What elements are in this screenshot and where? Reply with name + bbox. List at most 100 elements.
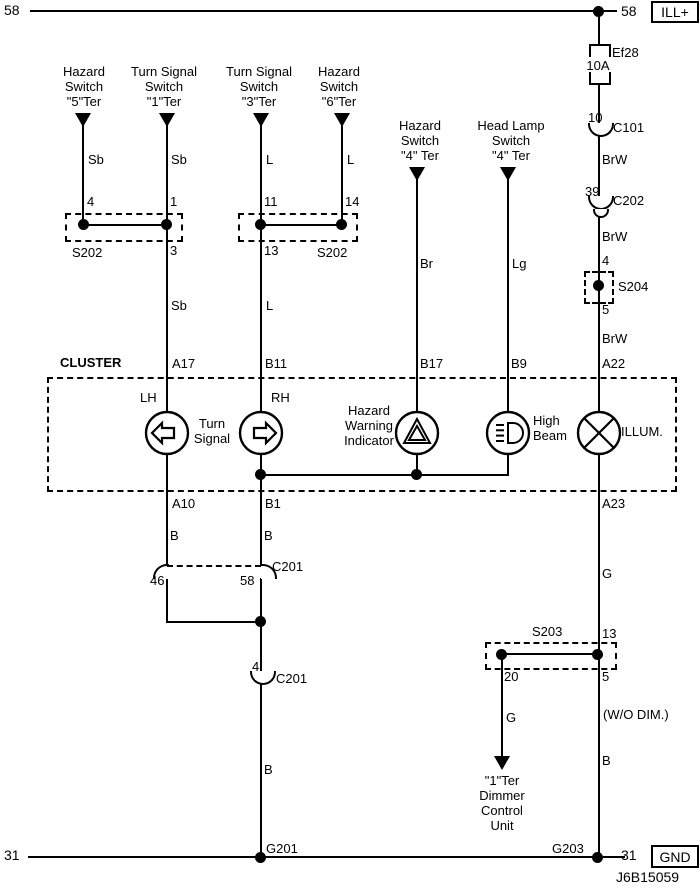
splice-s202-left-box bbox=[65, 213, 183, 242]
rh-label: RH bbox=[271, 390, 290, 405]
c201-single-name: C201 bbox=[276, 671, 308, 686]
left-arrow-icon bbox=[150, 420, 176, 446]
hazard-warning-caption: Hazard Warning Indicator bbox=[344, 403, 394, 448]
wire-supply bbox=[598, 84, 600, 123]
wire-lh-join bbox=[166, 621, 262, 623]
high-beam-lamp bbox=[485, 410, 531, 456]
wire-supply bbox=[598, 11, 600, 44]
fuse-symbol-top bbox=[589, 44, 611, 57]
ground-g201-label: G201 bbox=[266, 841, 298, 856]
terminal-arrow-icon bbox=[159, 113, 175, 127]
headlamp-switch-4-label: Head Lamp Switch "4" Ter bbox=[477, 118, 545, 163]
cluster-title: CLUSTER bbox=[60, 355, 122, 370]
c201-pin-58: 58 bbox=[240, 573, 255, 588]
wire-turn1-lh bbox=[166, 125, 168, 412]
wire-color-b: B bbox=[264, 528, 273, 543]
wire-color-l: L bbox=[266, 152, 274, 167]
splice-s204-pin-bottom: 5 bbox=[602, 302, 610, 317]
s202-left-pin-1: 1 bbox=[170, 194, 178, 209]
s203-pin-13: 13 bbox=[602, 626, 617, 641]
ground-box: GND bbox=[651, 845, 699, 868]
connector-c202-pin: 39 bbox=[585, 184, 600, 199]
connector-c101-pin: 10 bbox=[588, 110, 603, 125]
s202-left-name: S202 bbox=[72, 245, 103, 260]
turn-signal-switch-3-label: Turn Signal Switch "3"Ter bbox=[226, 64, 292, 109]
hazard-switch-6-label: Hazard Switch "6"Ter bbox=[318, 64, 360, 109]
lh-label: LH bbox=[140, 390, 157, 405]
fuse-rating-label: 10A bbox=[586, 58, 610, 73]
wire-color-brw: BrW bbox=[602, 152, 628, 167]
wo-dim-note: (W/O DIM.) bbox=[603, 707, 669, 722]
hazard-triangle-icon bbox=[402, 416, 432, 444]
bus-58-label-right: 58 bbox=[621, 3, 637, 19]
wire-color-br: Br bbox=[420, 256, 433, 271]
junction-dot bbox=[593, 6, 604, 17]
high-beam-caption: High Beam bbox=[533, 413, 567, 443]
turn-signal-caption: Turn Signal bbox=[193, 416, 231, 446]
hazard-switch-5-label: Hazard Switch "5"Ter bbox=[63, 64, 105, 109]
wire-lh-lower bbox=[166, 455, 168, 565]
junction-dot bbox=[78, 219, 89, 230]
supply-box: ILL+ bbox=[651, 1, 699, 23]
terminal-arrow-icon bbox=[500, 167, 516, 181]
wire-color-l: L bbox=[347, 152, 355, 167]
fuse-symbol-bottom bbox=[589, 72, 611, 85]
junction-dot bbox=[336, 219, 347, 230]
cluster-pin-a10: A10 bbox=[172, 496, 196, 511]
c201-single-pin: 4 bbox=[252, 659, 260, 674]
wire-supply bbox=[598, 216, 600, 412]
bus-31-rail bbox=[28, 856, 625, 858]
splice-s204-name: S204 bbox=[618, 279, 649, 294]
terminal-arrow-icon bbox=[75, 113, 91, 127]
lh-turn-indicator-lamp bbox=[144, 410, 190, 456]
ground-g201-dot bbox=[255, 852, 266, 863]
wire-hazard4 bbox=[416, 179, 418, 412]
wire-headlamp bbox=[507, 179, 509, 412]
wire-color-sb: Sb bbox=[88, 152, 104, 167]
bus-31-label-left: 31 bbox=[4, 847, 20, 863]
wire-headlamp-lower bbox=[507, 455, 509, 476]
connector-c202-name: C202 bbox=[613, 193, 645, 208]
ground-g203-label: G203 bbox=[552, 841, 584, 856]
junction-dot bbox=[593, 280, 604, 291]
terminal-arrow-icon bbox=[334, 113, 350, 127]
splice-s203-box bbox=[485, 642, 617, 670]
cluster-pin-b1: B1 bbox=[265, 496, 281, 511]
s202-left-pin-4: 4 bbox=[87, 194, 95, 209]
bus-31-label-right: 31 bbox=[621, 847, 637, 863]
wire-color-g: G bbox=[506, 710, 517, 725]
connector-c101-name: C101 bbox=[613, 120, 645, 135]
junction-dot bbox=[592, 649, 603, 660]
illumination-lamp bbox=[576, 410, 622, 456]
turn-signal-switch-1-label: Turn Signal Switch "1"Ter bbox=[131, 64, 197, 109]
splice-s202-right-link bbox=[261, 224, 342, 226]
lamp-x-icon bbox=[583, 417, 615, 449]
s202-right-pin-13: 13 bbox=[264, 243, 279, 258]
wire-turn3-rh bbox=[260, 125, 262, 412]
splice-s203-link bbox=[502, 653, 598, 655]
wire-color-lg: Lg bbox=[512, 256, 527, 271]
wire-color-b: B bbox=[264, 762, 273, 777]
junction-dot bbox=[161, 219, 172, 230]
c201-pair-name: C201 bbox=[272, 559, 304, 574]
document-id: J6B15059 bbox=[616, 869, 680, 885]
hazard-indicator-lamp bbox=[394, 410, 440, 456]
headlamp-icon bbox=[496, 422, 524, 444]
connector-c101-arc bbox=[588, 123, 614, 137]
splice-s204-pin-top: 4 bbox=[602, 253, 610, 268]
wire-color-brw: BrW bbox=[602, 331, 628, 346]
wire-lh-branch bbox=[166, 578, 168, 623]
s202-right-pin-11: 11 bbox=[264, 194, 278, 209]
illum-caption: ILLUM. bbox=[621, 424, 663, 439]
cluster-pin-b9: B9 bbox=[511, 356, 527, 371]
splice-s204-box bbox=[584, 271, 614, 304]
cluster-pin-a23: A23 bbox=[602, 496, 626, 511]
dimmer-arrow-icon bbox=[494, 756, 510, 770]
s202-right-name: S202 bbox=[317, 245, 348, 260]
s203-name: S203 bbox=[532, 624, 563, 639]
wire-color-b: B bbox=[602, 753, 611, 768]
s202-left-pin-3: 3 bbox=[170, 243, 178, 258]
s202-right-pin-14: 14 bbox=[345, 194, 360, 209]
wire-supply bbox=[598, 136, 600, 197]
